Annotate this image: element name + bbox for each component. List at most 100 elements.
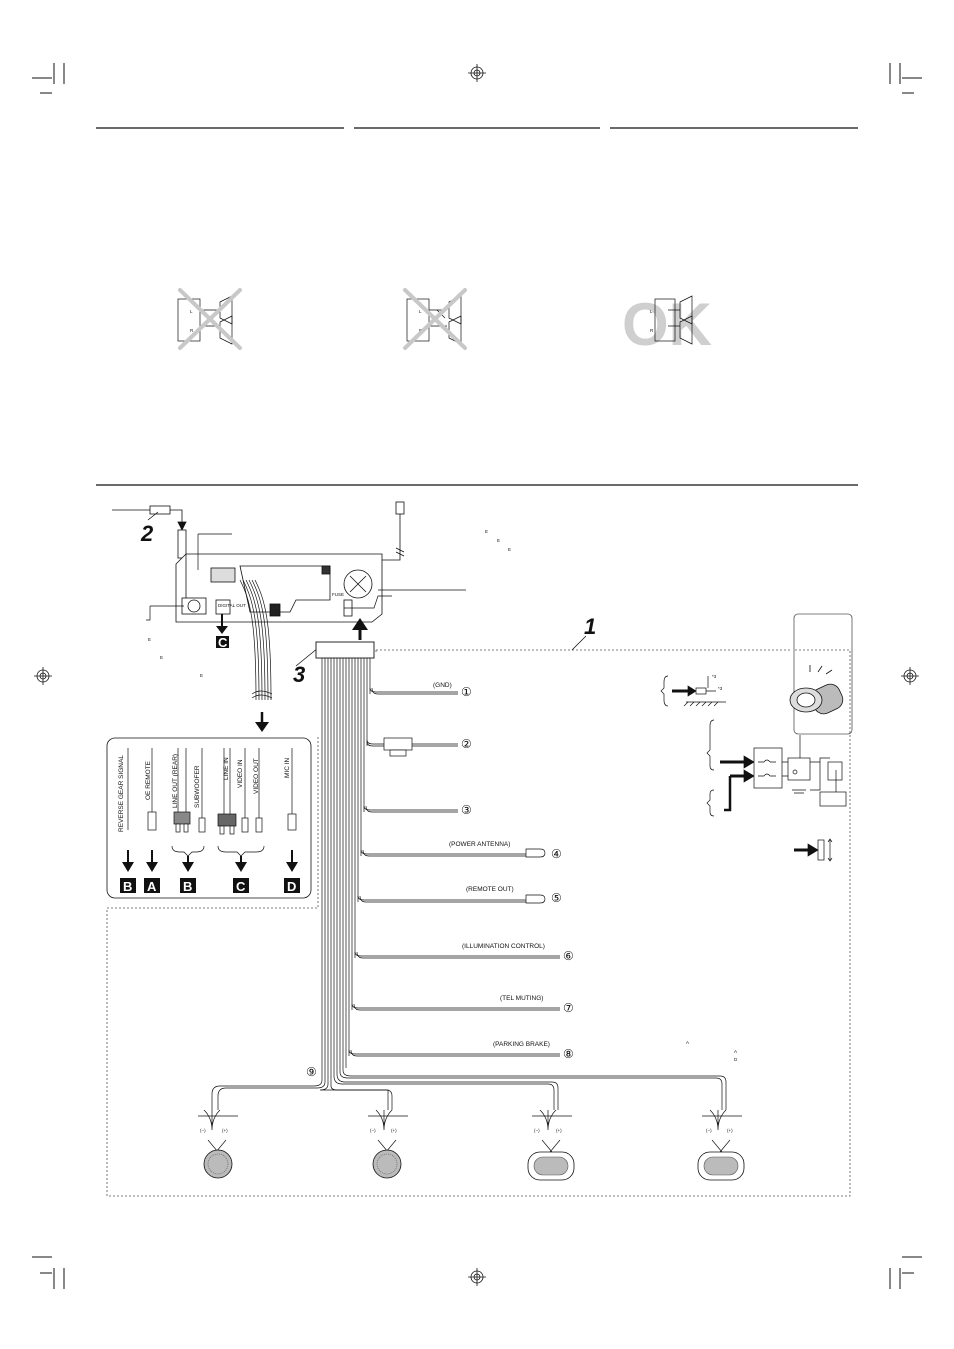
callout-number-7: ⑦ <box>563 1001 574 1015</box>
ok-mark: OK <box>622 291 712 358</box>
target-box-label: D <box>287 879 296 894</box>
cross-mark-icon <box>178 288 242 350</box>
arrow-head <box>216 626 228 634</box>
label-video-out: VIDEO OUT <box>253 758 260 794</box>
callout-number-6: ⑥ <box>563 949 574 963</box>
callout-number-4: ④ <box>551 847 562 861</box>
ref-mark: E <box>148 637 151 642</box>
callout-number-9: ⑨ <box>306 1065 317 1079</box>
antenna-plug-icon <box>112 505 187 559</box>
left-label: L <box>650 309 653 314</box>
ref-mark: E <box>508 547 511 552</box>
plus-label: (+) <box>556 1128 562 1133</box>
label-tel-muting: (TEL MUTING) <box>500 995 543 1002</box>
speaker-diagram-wrong-2: L R <box>403 288 467 350</box>
label-power-antenna: (POWER ANTENNA) <box>449 841 510 848</box>
callout-number-2: ② <box>461 737 472 751</box>
fuse-label: FUSE <box>332 592 344 597</box>
speaker-front-left: (−) (+) <box>198 1109 238 1179</box>
label-parking-brake: (PARKING BRAKE) <box>493 1041 550 1048</box>
step-number-2: 2 <box>140 521 154 546</box>
left-label: L <box>190 309 193 314</box>
right-label: R <box>650 328 654 333</box>
rca-cable-bundle <box>239 579 273 701</box>
label-oe-remote: OE REMOTE <box>145 760 152 800</box>
ref-mark: A <box>686 1040 689 1045</box>
ignition-key-icon <box>789 665 844 715</box>
right-label: R <box>190 328 194 333</box>
head-unit-rear <box>175 553 383 623</box>
power-cable <box>382 501 405 561</box>
cross-mark-icon <box>403 288 467 350</box>
harness-dotted-outline <box>106 649 851 1197</box>
ref-mark: A <box>734 1049 737 1054</box>
speaker-front-right: (−) (+) <box>368 1109 408 1179</box>
rca-target-boxes: B A B C D <box>120 878 300 894</box>
plus-label: (+) <box>727 1128 733 1133</box>
branch-wires <box>348 687 560 1057</box>
plus-label: (+) <box>222 1128 228 1133</box>
bullet-connectors <box>525 848 546 904</box>
ref-mark: E <box>485 529 488 534</box>
label-gnd: (GND) <box>433 682 452 689</box>
minus-label: (−) <box>706 1128 712 1133</box>
arrow-head <box>255 722 269 732</box>
ref-mark: E <box>200 673 203 678</box>
header-rules <box>96 127 858 486</box>
crop-marks <box>32 63 922 1289</box>
label-reverse-gear-signal: REVERSE GEAR SIGNAL <box>118 755 125 832</box>
speaker-diagram-wrong-1: L R <box>177 288 242 350</box>
minus-label: (−) <box>200 1128 206 1133</box>
step-number-3: 3 <box>293 662 305 687</box>
footnote-mark: *3 <box>718 686 723 691</box>
speaker-diagram-ok: OK L R <box>622 291 712 358</box>
ref-mark: E <box>497 538 500 543</box>
label-illumination-control: (ILLUMINATION CONTROL) <box>462 943 545 950</box>
callout-number-8: ⑧ <box>563 1047 574 1061</box>
label-line-in: LINE IN <box>223 757 230 780</box>
label-subwoofer: SUBWOOFER <box>194 765 201 808</box>
plus-label: (+) <box>391 1128 397 1133</box>
label-mic-in: MIC IN <box>284 757 291 778</box>
label-line-out-rear: LINE OUT (REAR) <box>172 754 179 808</box>
ref-mark: E <box>160 655 163 660</box>
ref-mark: D <box>734 1057 738 1062</box>
callout-number-1: ① <box>461 685 472 699</box>
leader-line <box>295 647 319 667</box>
ground-detail-icon <box>660 675 726 707</box>
key-callout-frame <box>793 613 853 735</box>
callout-lines <box>146 533 466 621</box>
speaker-rear-left: (−) (+) <box>527 1109 575 1181</box>
callout-number-3: ③ <box>461 803 472 817</box>
rca-arrows <box>122 850 298 872</box>
footnote-mark: *3 <box>712 674 717 679</box>
digital-out-label: DIGITAL OUT <box>218 603 246 608</box>
step-number-1: 1 <box>584 614 596 639</box>
rca-panel <box>106 737 312 899</box>
target-box-label: C <box>218 635 228 650</box>
target-box-label: B <box>183 879 192 894</box>
target-box-label: C <box>236 879 246 894</box>
harness-connector <box>315 641 375 659</box>
minus-label: (−) <box>370 1128 376 1133</box>
speaker-rear-right: (−) (+) <box>697 1109 745 1181</box>
ignition-battery-icon <box>706 719 847 817</box>
leader-line <box>571 635 587 651</box>
target-box-label: B <box>123 879 132 894</box>
speaker-wires <box>211 1069 727 1110</box>
minus-label: (−) <box>534 1128 540 1133</box>
label-remote-out: (REMOTE OUT) <box>466 886 514 893</box>
harness-wires <box>321 658 371 1086</box>
group-braces <box>171 845 265 857</box>
label-video-in: VIDEO IN <box>237 759 244 788</box>
rca-connectors <box>127 748 297 835</box>
rca-panel-labels: REVERSE GEAR SIGNAL OE REMOTE LINE OUT (… <box>118 754 291 832</box>
registration-target-icon <box>34 64 919 1286</box>
left-label: L <box>419 309 422 314</box>
arrow-head <box>352 618 368 630</box>
callout-number-5: ⑤ <box>551 891 562 905</box>
target-box-c <box>216 636 229 648</box>
target-box-label: A <box>147 879 157 894</box>
fuse-pull-icon <box>794 838 833 862</box>
